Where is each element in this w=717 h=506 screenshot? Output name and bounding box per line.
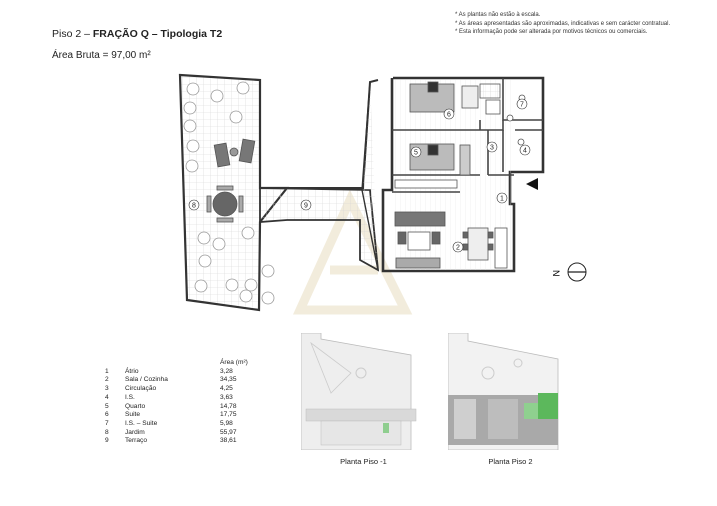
room-6-number: 6 xyxy=(447,112,451,119)
room-2-number: 2 xyxy=(456,245,460,252)
areas-table-header-row: Área (m²) xyxy=(105,359,260,368)
page-title: Piso 2 – FRAÇÃO Q – Tipologia T2 xyxy=(52,28,222,40)
outdoor-furniture xyxy=(206,138,256,223)
room-3-number: 3 xyxy=(490,145,494,152)
garden-trees xyxy=(183,81,275,305)
note-areas: * As áreas apresentadas são aproximadas,… xyxy=(455,20,671,27)
disclaimer-notes: * As plantas não estão à escala. * As ár… xyxy=(455,11,670,37)
room-4-number: 4 xyxy=(523,148,527,155)
north-compass-icon: N xyxy=(551,262,587,282)
title-unit: FRAÇÃO Q – Tipologia T2 xyxy=(92,28,223,40)
entrance-arrow-icon xyxy=(526,178,538,190)
room-number-labels: 1 2 3 4 5 6 7 8 9 xyxy=(188,98,531,253)
thumbnail-floor-2 xyxy=(448,333,559,450)
room-1-number: 1 xyxy=(500,196,504,203)
thumbnail-floor-minus-1 xyxy=(301,333,417,450)
title-floor: Piso 2 – xyxy=(52,28,90,40)
room-5-number: 5 xyxy=(414,150,418,157)
floor-plan: 1 2 3 4 5 6 7 8 9 N xyxy=(178,73,587,315)
gross-area: Área Bruta = 97,00 m² xyxy=(52,50,151,61)
note-scale: * As plantas não estão à escala. xyxy=(455,12,541,18)
areas-column-header: Área (m²) xyxy=(220,359,248,366)
north-label: N xyxy=(551,270,561,277)
apartment-walls xyxy=(381,76,545,273)
watermark-logo xyxy=(293,189,413,315)
room-9-number: 9 xyxy=(304,203,308,210)
room-7-number: 7 xyxy=(520,102,524,109)
thumbnail-caption-floor-2: Planta Piso 2 xyxy=(488,457,533,466)
thumbnail-caption-floor-minus-1: Planta Piso -1 xyxy=(340,457,387,466)
note-changes: * Esta informação pode ser alterada por … xyxy=(455,29,648,36)
room-8-number: 8 xyxy=(192,203,196,210)
